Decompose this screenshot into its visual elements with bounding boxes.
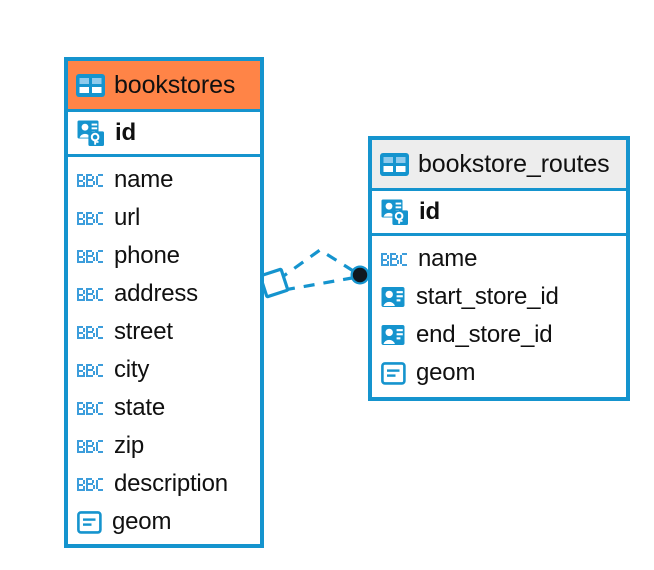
field-label-start-store-id: start_store_id xyxy=(416,283,559,310)
abc-text-icon xyxy=(77,476,104,493)
field-row-street[interactable]: street xyxy=(68,313,260,351)
entity-title-bookstores: bookstores xyxy=(114,70,236,99)
field-label-description: description xyxy=(114,470,228,497)
field-label-phone: phone xyxy=(114,242,180,269)
field-row-address[interactable]: address xyxy=(68,275,260,313)
field-label-url: url xyxy=(114,204,141,231)
entity-header-bookstore-routes[interactable]: bookstore_routes xyxy=(372,140,626,191)
abc-text-icon xyxy=(77,438,104,455)
field-row-phone[interactable]: phone xyxy=(68,237,260,275)
abc-text-icon xyxy=(381,251,408,268)
field-label-name: name xyxy=(114,166,174,193)
table-grid-icon xyxy=(76,73,105,97)
field-label-street: street xyxy=(114,318,173,345)
field-row-state[interactable]: state xyxy=(68,389,260,427)
field-row-description[interactable]: description xyxy=(68,465,260,503)
field-row-routes-name[interactable]: name xyxy=(372,240,626,278)
field-label-state: state xyxy=(114,394,166,421)
primary-key-card-icon xyxy=(381,198,409,226)
connector-line-upper xyxy=(277,248,356,282)
field-row-end-store-id[interactable]: end_store_id xyxy=(372,316,626,354)
field-list-bookstores: name xyxy=(68,157,260,544)
table-grid-icon xyxy=(380,152,409,176)
field-label-id: id xyxy=(115,119,136,146)
entity-header-bookstores[interactable]: bookstores xyxy=(68,61,260,112)
field-label-end-store-id: end_store_id xyxy=(416,321,553,348)
foreign-key-card-icon xyxy=(381,324,406,346)
field-label-zip: zip xyxy=(114,432,145,459)
field-label-city: city xyxy=(114,356,150,383)
connector-line-lower xyxy=(283,276,353,292)
field-label-routes-name: name xyxy=(418,245,478,272)
primary-key-card-icon xyxy=(77,119,105,147)
field-label-routes-id: id xyxy=(419,198,440,225)
abc-text-icon xyxy=(77,400,104,417)
field-row-zip[interactable]: zip xyxy=(68,427,260,465)
field-row-name[interactable]: name xyxy=(68,161,260,199)
abc-text-icon xyxy=(77,248,104,265)
field-row-start-store-id[interactable]: start_store_id xyxy=(372,278,626,316)
field-row-routes-id[interactable]: id xyxy=(372,191,626,236)
connector-diamond-endpoint xyxy=(258,267,290,299)
field-row-city[interactable]: city xyxy=(68,351,260,389)
abc-text-icon xyxy=(77,286,104,303)
abc-text-icon xyxy=(77,210,104,227)
field-label-routes-geom: geom xyxy=(416,359,476,386)
field-row-geom[interactable]: geom xyxy=(68,503,260,541)
geometry-icon xyxy=(77,510,102,534)
geometry-icon xyxy=(381,361,406,385)
field-row-url[interactable]: url xyxy=(68,199,260,237)
abc-text-icon xyxy=(77,172,104,189)
entity-bookstores[interactable]: bookstores id xyxy=(64,57,264,548)
connector-circle-endpoint xyxy=(350,265,370,285)
field-label-address: address xyxy=(114,280,198,307)
abc-text-icon xyxy=(77,324,104,341)
foreign-key-card-icon xyxy=(381,286,406,308)
field-label-geom: geom xyxy=(112,508,172,535)
field-list-bookstore-routes: name start_store_id xyxy=(372,236,626,396)
field-row-id[interactable]: id xyxy=(68,112,260,157)
field-row-routes-geom[interactable]: geom xyxy=(372,354,626,392)
abc-text-icon xyxy=(77,362,104,379)
entity-title-bookstore-routes: bookstore_routes xyxy=(418,149,610,178)
entity-bookstore-routes[interactable]: bookstore_routes id xyxy=(368,136,630,401)
